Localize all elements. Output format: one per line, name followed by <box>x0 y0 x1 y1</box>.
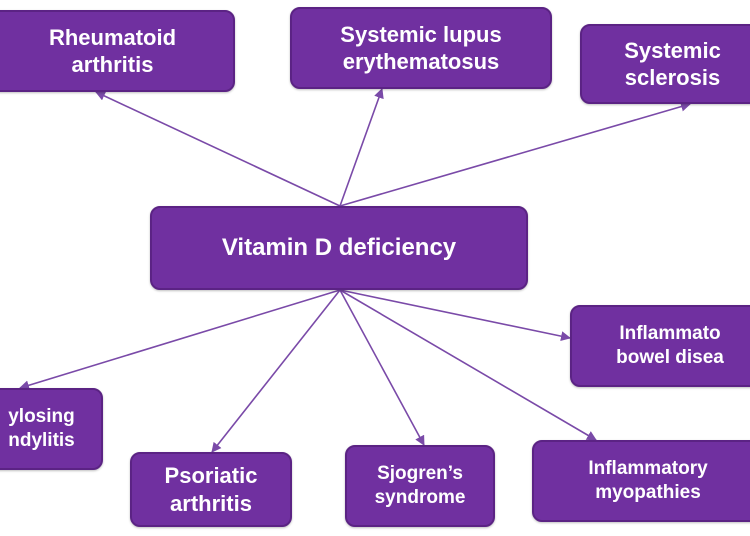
node-sjogrens-syndrome: Sjogren’s syndrome <box>345 445 495 527</box>
arrow-to-sle <box>339 88 384 207</box>
node-vitamin-d-deficiency: Vitamin D deficiency <box>150 206 528 290</box>
node-inflammatory-myopathies: Inflammatory myopathies <box>532 440 750 522</box>
arrow-to-ibd <box>339 289 571 342</box>
node-psoriatic-arthritis: Psoriatic arthritis <box>130 452 292 527</box>
node-ankylosing-spondylitis: ylosing ndylitis <box>0 388 103 470</box>
node-rheumatoid-arthritis: Rheumatoid arthritis <box>0 10 235 92</box>
arrow-to-sclerosis <box>339 101 691 207</box>
arrow-to-myopathies <box>339 289 597 441</box>
arrow-to-sjogren <box>339 289 425 446</box>
node-inflammatory-bowel-disease: Inflammato bowel disea <box>570 305 750 387</box>
node-systemic-sclerosis: Systemic sclerosis <box>580 24 750 104</box>
arrow-to-psoriatic <box>211 289 341 453</box>
arrow-to-ankylosing <box>19 289 341 391</box>
arrow-to-rheumatoid <box>95 91 341 207</box>
node-systemic-lupus-erythematosus: Systemic lupus erythematosus <box>290 7 552 89</box>
